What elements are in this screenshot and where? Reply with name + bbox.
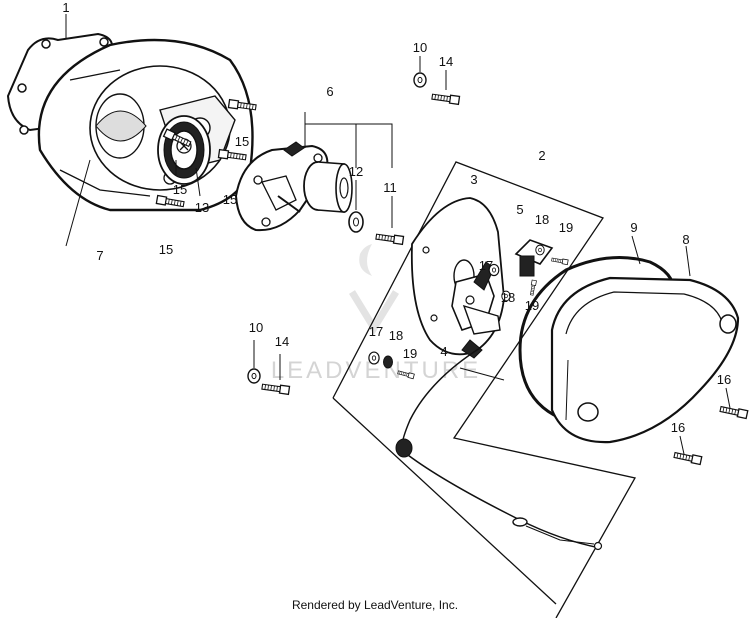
callout-4: 4 bbox=[440, 344, 447, 359]
credit-line: Rendered by LeadVenture, Inc. bbox=[291, 598, 459, 612]
part-19-screw-mid bbox=[529, 279, 537, 296]
callout-2: 2 bbox=[538, 148, 545, 163]
part-18-lockwasher-upper bbox=[535, 244, 545, 256]
callout-18-upper: 18 bbox=[535, 212, 549, 227]
part-19-screw-upper bbox=[551, 256, 569, 266]
callout-13: 13 bbox=[195, 200, 209, 215]
callout-6: 6 bbox=[326, 84, 333, 99]
callout-19-lower: 19 bbox=[403, 346, 417, 361]
part-6-advancer-assembly bbox=[234, 141, 353, 232]
part-14-screw-upper bbox=[431, 92, 461, 106]
callout-11: 11 bbox=[383, 180, 397, 195]
part-10-washer-lower bbox=[247, 368, 261, 384]
callout-9: 9 bbox=[630, 220, 637, 235]
callout-15-c: 15 bbox=[173, 182, 187, 197]
callout-1: 1 bbox=[62, 0, 69, 15]
part-18-lockwasher-lower bbox=[383, 355, 393, 369]
part-10-washer-upper bbox=[413, 72, 427, 88]
callout-15-a: 15 bbox=[235, 134, 249, 149]
callouts: 1 2 3 4 5 6 7 8 9 10 10 11 12 13 14 14 1… bbox=[62, 0, 731, 435]
part-8-cover bbox=[550, 276, 740, 444]
callout-3: 3 bbox=[470, 172, 477, 187]
callout-15-d: 15 bbox=[159, 242, 173, 257]
part-12-washer bbox=[348, 211, 364, 233]
wire-lead bbox=[395, 347, 603, 551]
callout-8: 8 bbox=[682, 232, 689, 247]
callout-16-a: 16 bbox=[717, 372, 731, 387]
callout-7: 7 bbox=[96, 248, 103, 263]
part-11-bolt bbox=[375, 232, 405, 246]
callout-12: 12 bbox=[349, 164, 363, 179]
part-14-screw-lower bbox=[261, 382, 291, 396]
callout-15-b: 15 bbox=[223, 192, 237, 207]
leader-lines bbox=[65, 14, 731, 455]
callout-10-lower: 10 bbox=[249, 320, 263, 335]
part-16-screw-b bbox=[673, 450, 703, 466]
callout-5: 5 bbox=[516, 202, 523, 217]
part-7-housing bbox=[6, 32, 254, 212]
callout-18-mid: 18 bbox=[501, 290, 515, 305]
callout-16-b: 16 bbox=[671, 420, 685, 435]
callout-19-upper: 19 bbox=[559, 220, 573, 235]
callout-17-upper: 17 bbox=[479, 258, 493, 273]
part-13-cam bbox=[157, 115, 211, 185]
part-2-assembly-outline bbox=[332, 161, 636, 618]
part-17-washer-lower bbox=[368, 351, 380, 365]
part-4-contact-breaker bbox=[451, 261, 501, 359]
part-5-condenser bbox=[514, 239, 554, 277]
callout-14-upper: 14 bbox=[439, 54, 453, 69]
callout-19-mid: 19 bbox=[525, 298, 539, 313]
callout-14-lower: 14 bbox=[275, 334, 289, 349]
callout-17-lower: 17 bbox=[369, 324, 383, 339]
callout-10-upper: 10 bbox=[413, 40, 427, 55]
part-16-screw-a bbox=[719, 404, 749, 420]
callout-18-lower: 18 bbox=[389, 328, 403, 343]
